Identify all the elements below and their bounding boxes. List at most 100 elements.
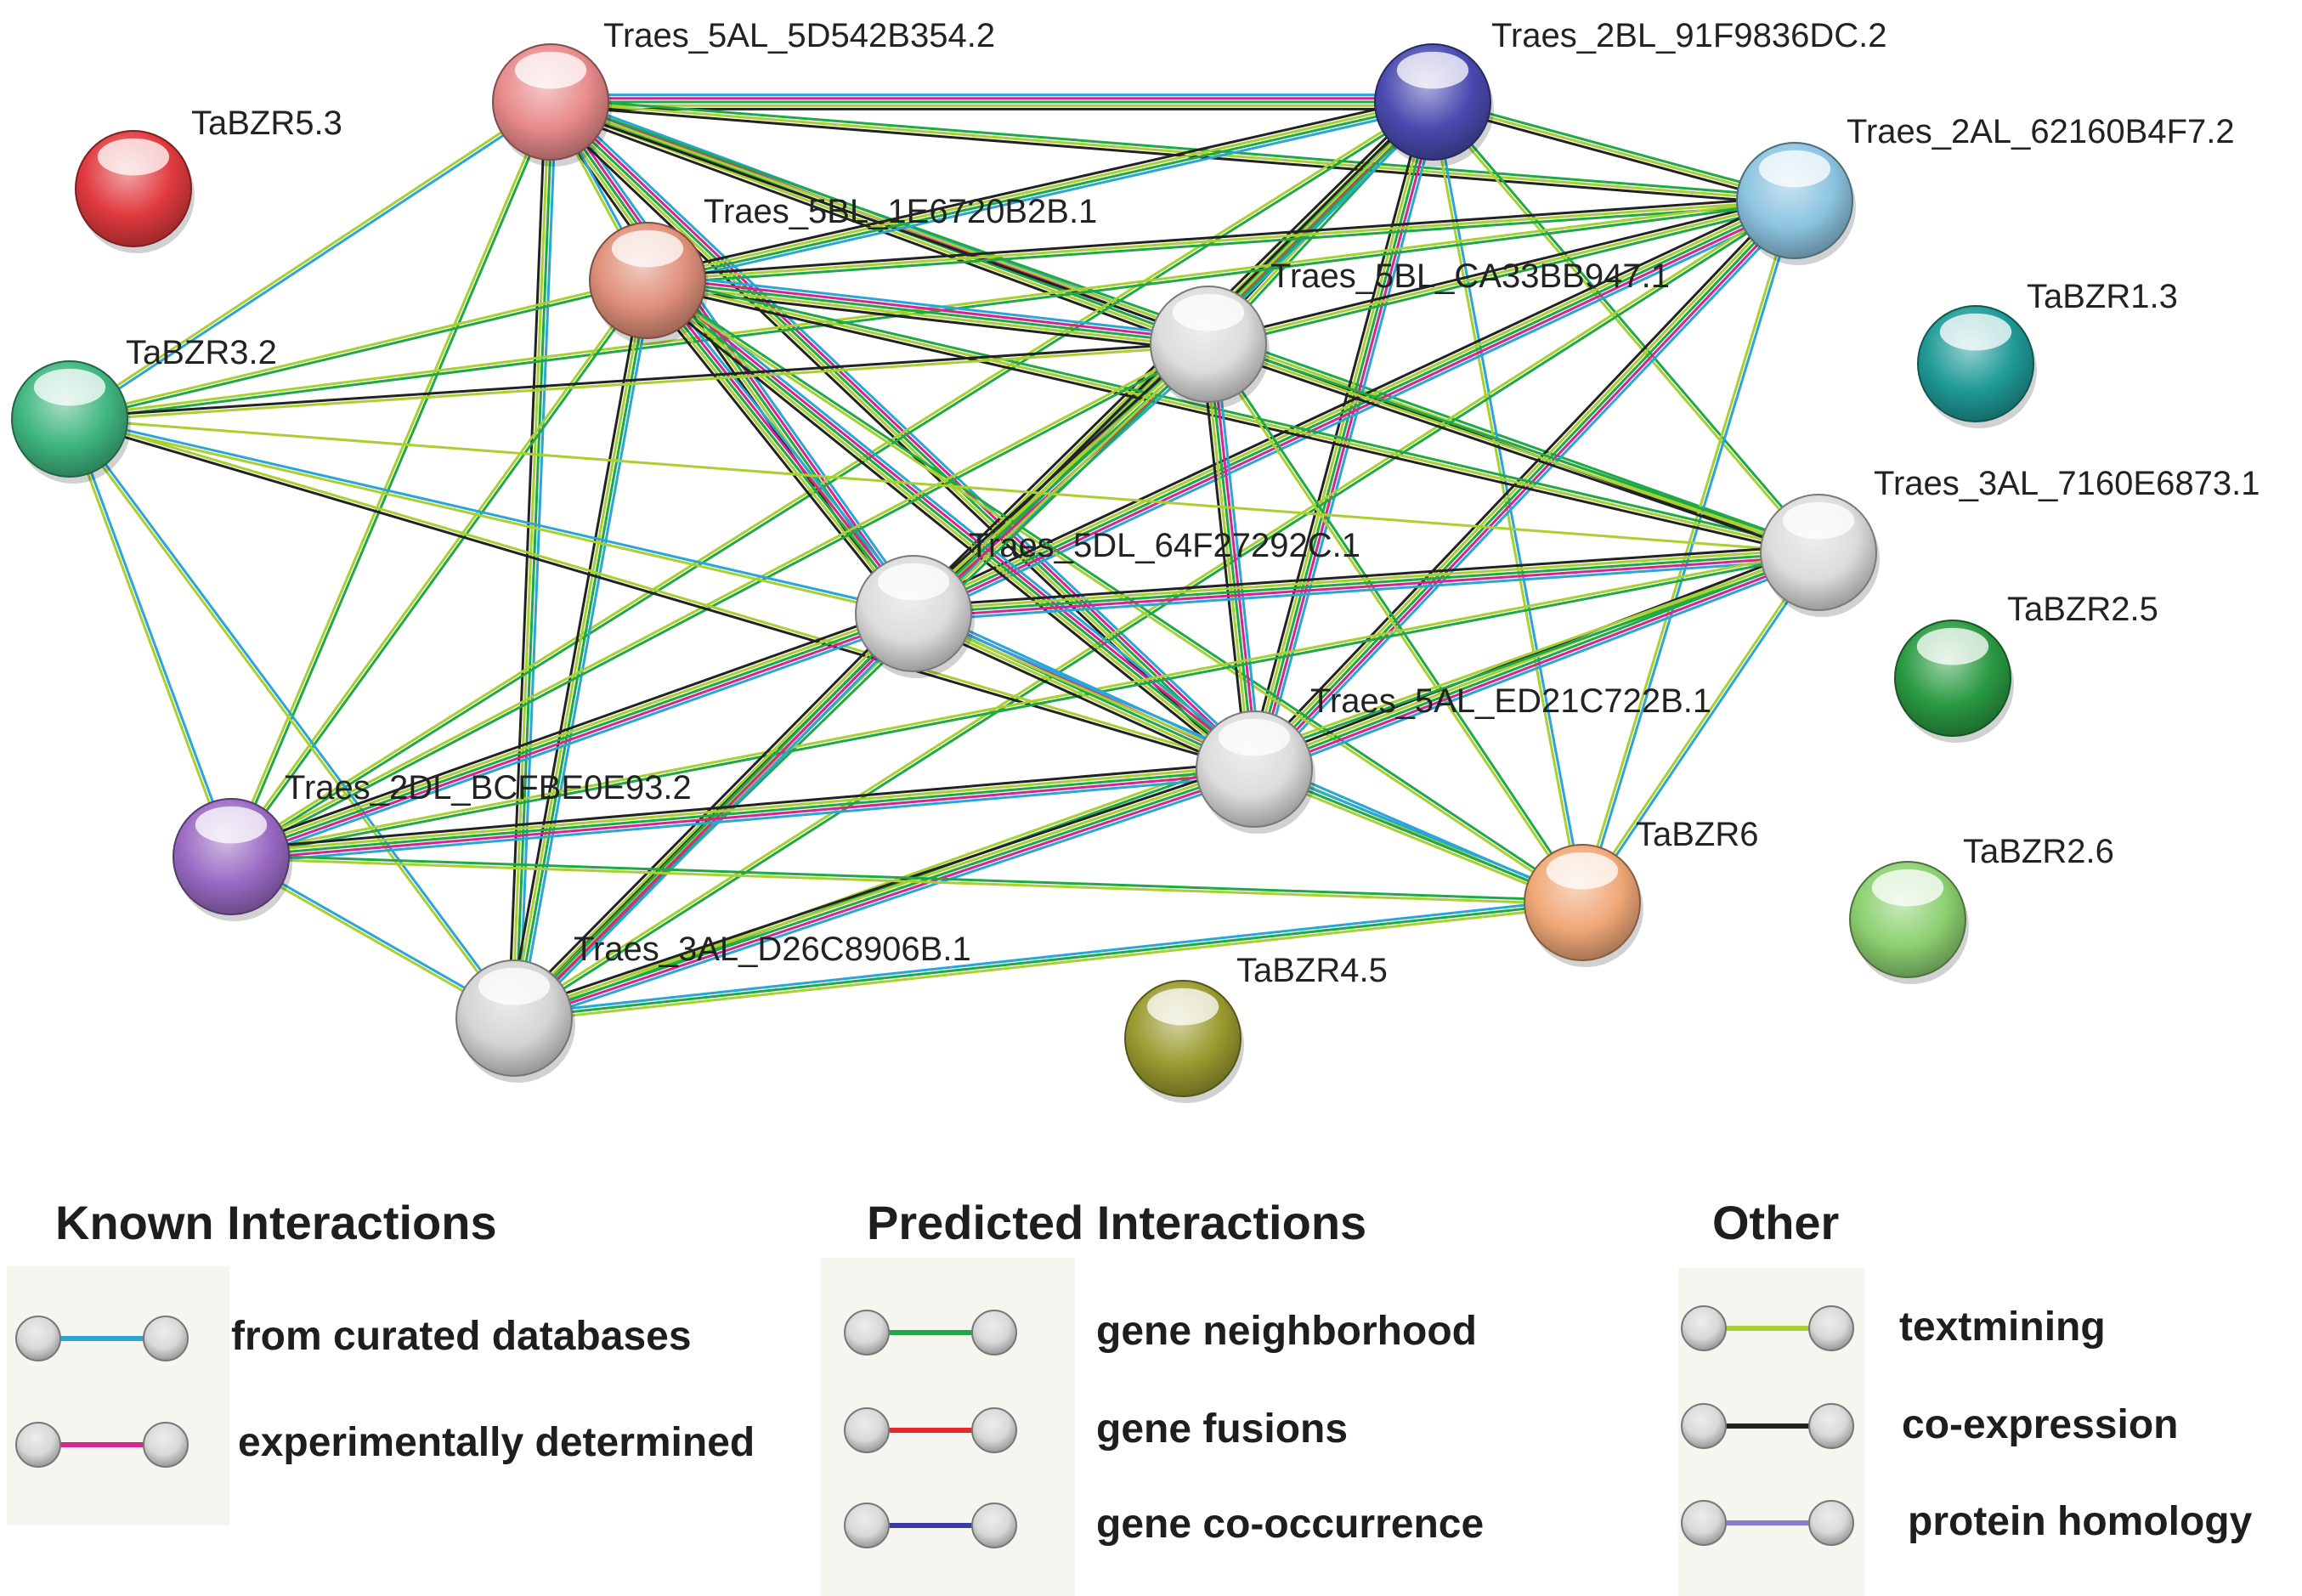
edge-line-coexpression	[230, 761, 1254, 852]
legend-label-neighborhood: gene neighborhood	[1096, 1309, 1477, 1354]
node-tabzr3-2[interactable]	[11, 360, 131, 484]
edge-line-neighborhood	[1253, 767, 1583, 904]
edge-line-neighborhood	[231, 280, 650, 859]
edge-line-neighborhood	[646, 280, 915, 614]
legend-swatch-homology	[1681, 1500, 1854, 1546]
edge-line-neighborhood	[514, 344, 1211, 1021]
legend-swatch-textmining	[1681, 1305, 1854, 1351]
edge-traes-5al-ed21c722b-1-to-traes-2dl-bcfbe0e93-2	[230, 761, 1255, 865]
edge-traes-5bl-1e6720b2b-1-to-traes-3al-d26c8906b-1	[507, 279, 654, 1020]
node-highlight	[1758, 150, 1831, 188]
edge-line-curated	[648, 105, 1434, 287]
edge-line-coexpression	[69, 341, 1208, 419]
edge-traes-5al-ed21c722b-1-to-traes-3al-d26c8906b-1	[511, 761, 1258, 1027]
edge-line-textmining	[644, 282, 1253, 773]
node-label-tabzr1-3: TaBZR1.3	[2027, 278, 2178, 315]
edge-line-coexpression	[646, 282, 1818, 557]
node-label-traes-5dl-64f27292c-1: Traes_5DL_64F27292C.1	[969, 527, 1360, 564]
node-traes-5bl-ca33bb947-1[interactable]	[1150, 286, 1270, 409]
node-highlight	[1218, 718, 1291, 756]
edge-traes-2al-62160b4f7-2-to-traes-5bl-ca33bb947-1	[1207, 195, 1796, 349]
legend-predicted-title: Predicted Interactions	[867, 1196, 1366, 1249]
legend-item-curated: from curated databases	[15, 1314, 692, 1361]
edge-line-textmining	[512, 342, 1208, 1018]
legend: Known Interactions Predicted Interaction…	[7, 1196, 2253, 1596]
edge-line-experimental	[551, 98, 1258, 768]
edge-line-coexpression	[642, 285, 1251, 776]
edge-line-textmining	[913, 547, 1818, 612]
legend-swatch-experimental	[15, 1422, 189, 1468]
node-traes-2dl-bcfbe0e93-2[interactable]	[173, 798, 292, 921]
edge-line-textmining	[70, 416, 1256, 769]
node-traes-2bl-91f9836dc-2[interactable]	[1374, 43, 1494, 167]
edge-traes-5al-5d542b354-2-to-traes-2dl-bcfbe0e93-2	[228, 100, 554, 858]
node-tabzr4-5[interactable]	[1124, 980, 1244, 1103]
edge-line-textmining	[229, 278, 648, 857]
node-traes-5bl-1e6720b2b-1[interactable]	[589, 222, 709, 345]
node-traes-5al-ed21c722b-1[interactable]	[1196, 710, 1315, 834]
edge-line-textmining	[911, 615, 1253, 774]
node-tabzr6[interactable]	[1524, 844, 1643, 967]
edge-line-neighborhood	[230, 612, 914, 858]
edge-traes-5al-5d542b354-2-to-tabzr3-2	[68, 99, 552, 422]
node-highlight	[478, 967, 551, 1005]
legend-swatch-sphere	[1808, 1500, 1854, 1546]
edge-line-curated	[1213, 342, 1263, 769]
node-highlight	[1916, 627, 1989, 665]
node-traes-5al-5d542b354-2[interactable]	[492, 43, 612, 167]
legend-item-textmining: textmining	[1681, 1305, 2106, 1351]
legend-swatch-sphere	[1681, 1500, 1727, 1546]
node-tabzr5-3[interactable]	[75, 130, 195, 253]
legend-other-items: textmining co-expression protein homolog…	[1681, 1305, 2253, 1546]
edge-line-coexpression	[507, 279, 644, 1018]
edge-line-textmining	[69, 417, 1819, 554]
edge-tabzr3-2-to-traes-3al-d26c8906b-1	[67, 416, 517, 1021]
node-tabzr2-6[interactable]	[1849, 861, 1969, 984]
legend-known-title: Known Interactions	[55, 1196, 497, 1249]
edges-layer	[66, 93, 1822, 1027]
legend-swatch-sphere	[971, 1407, 1017, 1453]
edge-line-textmining	[512, 197, 1795, 1018]
node-label-tabzr3-2: TaBZR3.2	[126, 334, 277, 371]
node-traes-3al-d26c8906b-1[interactable]	[455, 959, 575, 1083]
edge-traes-2al-62160b4f7-2-to-traes-5bl-1e6720b2b-1	[647, 195, 1796, 286]
edge-line-neighborhood	[1208, 342, 1585, 903]
node-tabzr1-3[interactable]	[1917, 305, 2037, 428]
edge-traes-5bl-ca33bb947-1-to-tabzr3-2	[69, 341, 1209, 422]
edge-line-textmining	[1203, 344, 1253, 770]
edge-line-textmining	[647, 279, 1819, 554]
legend-predicted-items: gene neighborhood gene fusions gene co-o…	[844, 1309, 1484, 1548]
edge-line-coexpression	[1200, 344, 1249, 771]
legend-item-homology: protein homology	[1681, 1499, 2253, 1546]
edge-traes-5bl-ca33bb947-1-to-tabzr6	[1206, 342, 1585, 905]
edge-line-neighborhood	[231, 344, 1210, 860]
edge-traes-5bl-ca33bb947-1-to-traes-5al-ed21c722b-1	[1200, 342, 1263, 771]
node-label-tabzr6: TaBZR6	[1636, 816, 1759, 853]
node-traes-5dl-64f27292c-1[interactable]	[855, 555, 975, 678]
edge-traes-5bl-1e6720b2b-1-to-traes-5dl-64f27292c-1	[641, 274, 920, 620]
legend-label-curated: from curated databases	[231, 1314, 692, 1359]
edge-line-coexpression	[647, 195, 1795, 279]
edge-line-neighborhood	[1433, 99, 1821, 552]
edge-line-curated	[1259, 103, 1441, 772]
node-traes-3al-7160e6873-1[interactable]	[1760, 494, 1880, 617]
node-tabzr2-5[interactable]	[1894, 620, 2014, 743]
edge-line-curated	[652, 274, 920, 610]
legend-label-experimental: experimentally determined	[238, 1420, 755, 1465]
edge-line-curated	[513, 897, 1582, 1016]
edge-line-textmining	[66, 419, 231, 858]
node-highlight	[1871, 869, 1944, 907]
node-label-tabzr4-5: TaBZR4.5	[1236, 952, 1388, 989]
node-traes-2al-62160b4f7-2[interactable]	[1736, 142, 1856, 265]
edge-line-neighborhood	[70, 280, 648, 422]
edge-line-coexpression	[1251, 544, 1817, 764]
node-highlight	[97, 138, 170, 176]
edge-tabzr3-2-to-traes-3al-7160e6873-1	[69, 417, 1819, 554]
edge-line-neighborhood	[1207, 343, 1256, 770]
edge-line-coexpression	[1207, 346, 1818, 557]
edge-line-coexpression	[909, 193, 1793, 608]
legend-item-fusions: gene fusions	[844, 1406, 1348, 1453]
edge-line-neighborhood	[549, 100, 1256, 771]
edge-line-textmining	[68, 99, 551, 419]
edge-line-textmining	[1429, 102, 1582, 903]
